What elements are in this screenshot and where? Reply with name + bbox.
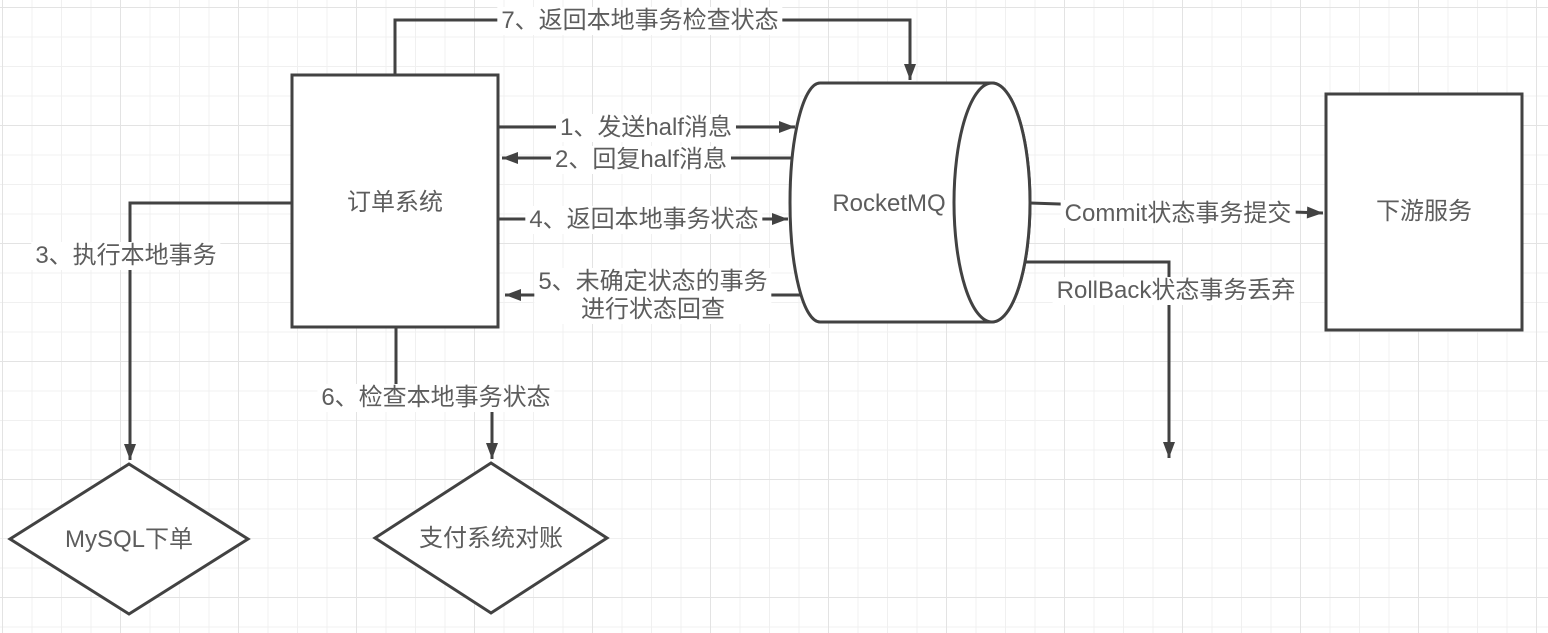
downstream-service-label: 下游服务: [1376, 198, 1472, 225]
order-system-label: 订单系统: [347, 189, 443, 216]
edge-rollback-arrow: [1025, 260, 1175, 458]
edge-step1-label: 1、发送half消息: [555, 114, 737, 142]
node-mysql-order-diamond: [7, 462, 251, 616]
rocketmq-label: RocketMQ: [832, 190, 946, 217]
edge-step5-label: 5、未确定状态的事务 进行状态回查: [534, 268, 772, 324]
edge-rollback-label: RollBack状态事务丢弃: [1052, 277, 1300, 305]
edge-step7-label: 7、返回本地事务检查状态: [497, 7, 783, 35]
edge-commit-label: Commit状态事务提交: [1060, 200, 1296, 228]
payment-reconciliation-label: 支付系统对账: [419, 525, 563, 552]
mysql-order-label: MySQL下单: [64, 526, 194, 553]
edge-step5-label-line1: 5、未确定状态的事务: [538, 268, 768, 295]
edge-step3-arrow: [124, 201, 292, 460]
edge-step2-label: 2、回复half消息: [550, 146, 732, 174]
edge-step3-label: 3、执行本地事务: [31, 242, 221, 270]
edge-step5-label-line2: 进行状态回查: [580, 296, 725, 323]
node-order-system: [290, 73, 500, 329]
node-downstream-service: [1324, 92, 1524, 332]
node-rocketmq-cylinder-cap: [952, 81, 1032, 324]
edge-step6-label: 6、检查本地事务状态: [317, 384, 555, 412]
node-payment-reconciliation-diamond: [372, 461, 610, 615]
edge-step4-label: 4、返回本地事务状态: [525, 206, 763, 234]
